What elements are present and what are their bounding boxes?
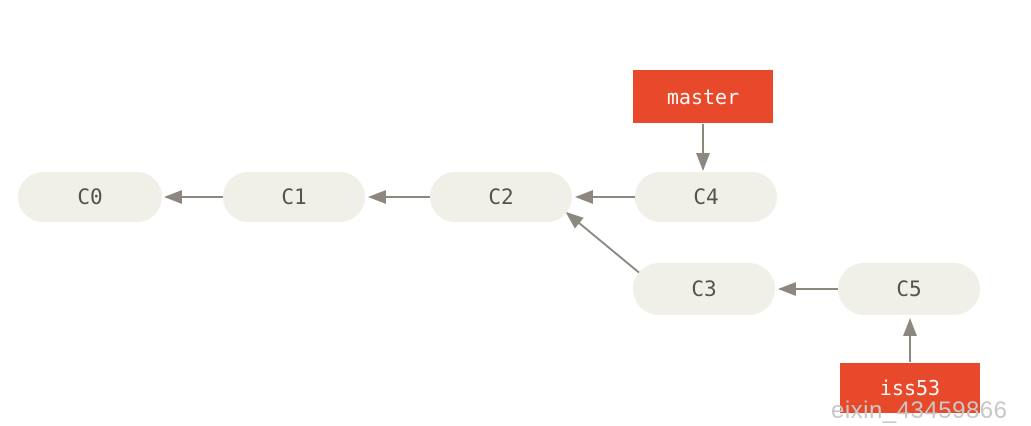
commit-node-c2	[430, 172, 572, 222]
commit-nodes	[18, 172, 980, 315]
commit-node-c5	[838, 263, 980, 315]
branch-tag-master	[633, 70, 773, 123]
commit-label-c1: C1	[281, 185, 306, 209]
commit-label-c5: C5	[896, 277, 921, 301]
branch-labels: master iss53	[667, 85, 940, 400]
commit-label-c2: C2	[488, 185, 513, 209]
branch-label-iss53: iss53	[880, 376, 940, 400]
watermark-text: eixin_43459866	[831, 397, 1008, 424]
commit-node-c3	[633, 263, 775, 315]
branch-tag-iss53	[840, 363, 980, 413]
commit-node-c1	[223, 172, 365, 222]
branch-tags	[633, 70, 980, 413]
commit-labels: C0 C1 C2 C4 C3 C5	[77, 185, 921, 301]
commit-node-c4	[635, 172, 777, 222]
branch-label-master: master	[667, 85, 739, 109]
commit-node-c0	[18, 172, 162, 222]
commit-label-c4: C4	[693, 185, 718, 209]
commit-label-c3: C3	[691, 277, 716, 301]
commit-label-c0: C0	[77, 185, 102, 209]
edge-group	[164, 124, 917, 362]
edge-arrow-c3-to-c2	[565, 211, 649, 281]
